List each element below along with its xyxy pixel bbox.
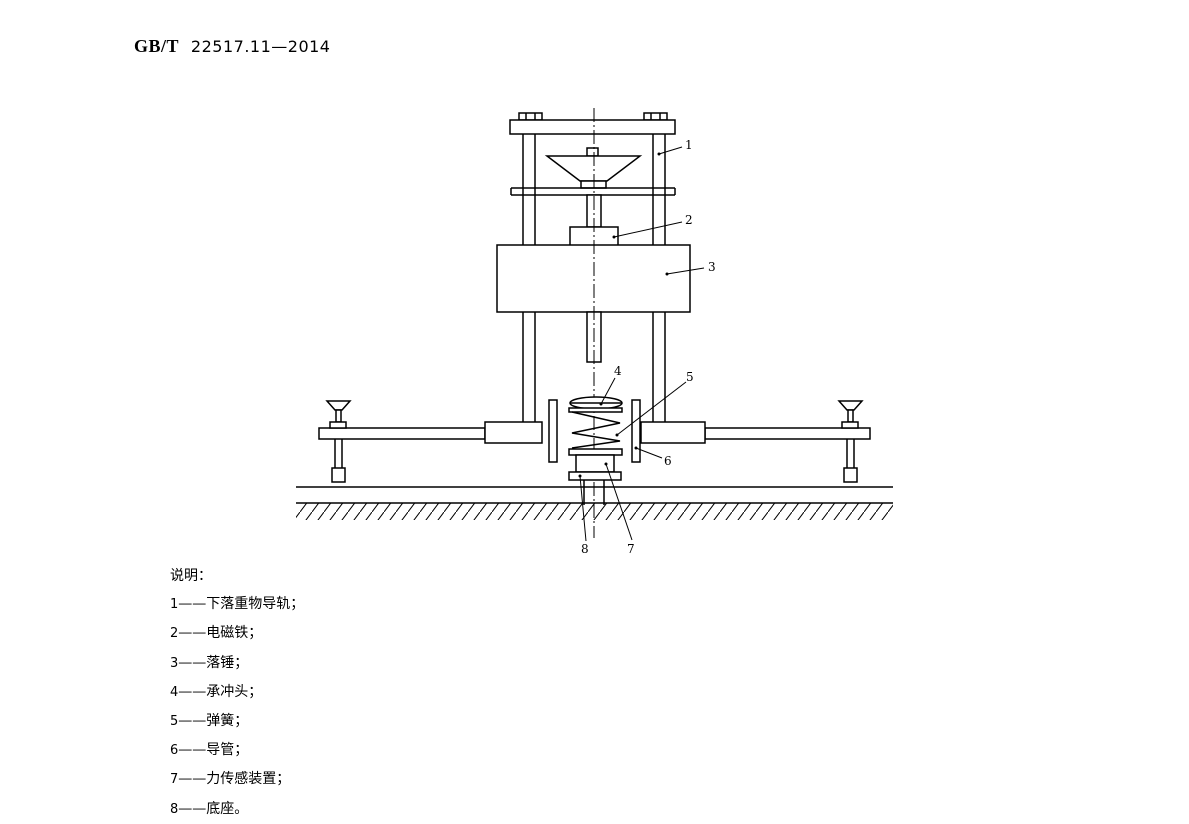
legend-item-text: 底座。 [206, 800, 249, 817]
leader-line-1 [658, 146, 683, 155]
ground-hatch [296, 503, 893, 520]
legend-item: 8——底座。 [170, 795, 304, 824]
callout-2: 2 [685, 213, 693, 227]
legend-item-dash: —— [178, 713, 207, 730]
legend-item: 3——落锤； [170, 649, 304, 678]
legend-item-dash: —— [178, 771, 207, 788]
guide-tube [548, 399, 641, 463]
side-arm-left [318, 421, 543, 444]
side-arm-right [640, 421, 871, 444]
legend-item-dash: —— [178, 742, 207, 759]
callout-1: 1 [685, 138, 693, 152]
leader-line-2 [613, 221, 683, 238]
legend-item-number: 2 [170, 626, 179, 642]
legend-item-text: 弹簧； [206, 713, 249, 730]
legend-item: 4——承冲头； [170, 678, 304, 707]
legend-item: 5——弹簧； [170, 707, 304, 736]
legend-title: 说明： [170, 568, 212, 584]
legend-item-text: 落锤； [206, 654, 249, 671]
standard-number: 22517.11—2014 [190, 37, 331, 56]
top-plate [509, 119, 676, 135]
legend-item-text: 电磁铁； [206, 625, 263, 642]
figure-legend: 说明： 1——下落重物导轨； 2——电磁铁； 3——落锤； 4——承冲头； 5—… [170, 562, 304, 824]
legend-item-number: 4 [170, 684, 179, 700]
callout-8: 8 [581, 542, 589, 556]
top-bolt-right [643, 112, 668, 121]
standard-prefix: GB/T [134, 36, 180, 56]
leader-line-7 [605, 463, 633, 541]
legend-item-dash: —— [178, 683, 207, 700]
legend-item-text: 力传感装置； [206, 771, 291, 788]
leveling-foot-left [325, 400, 352, 483]
legend-item-number: 8 [170, 801, 179, 817]
base-post [583, 480, 605, 505]
legend-item-number: 7 [170, 772, 179, 788]
legend-item-number: 1 [170, 597, 179, 613]
legend-item-number: 6 [170, 743, 179, 759]
legend-item-dash: —— [178, 654, 207, 671]
spring [568, 407, 623, 456]
legend-item-dash: —— [178, 625, 207, 642]
callout-3: 3 [708, 260, 716, 274]
legend-item: 1——下落重物导轨； [170, 590, 304, 619]
leader-line-6 [635, 447, 663, 459]
legend-item-dash: —— [178, 800, 207, 817]
base-block [568, 471, 622, 481]
leader-line-4 [600, 377, 616, 405]
legend-item-text: 导管； [206, 742, 249, 759]
top-bolt-left [518, 112, 543, 121]
leader-line-3 [666, 267, 705, 275]
guide-rail-left [522, 134, 536, 422]
legend-item-dash: —— [178, 596, 207, 613]
leader-line-8 [579, 475, 587, 542]
legend-item-text: 下落重物导轨； [206, 596, 305, 613]
legend-item-text: 承冲头； [206, 683, 263, 700]
callout-5: 5 [686, 370, 694, 384]
legend-item: 6——导管； [170, 736, 304, 765]
legend-item: 2——电磁铁； [170, 619, 304, 648]
leader-line-5 [616, 381, 687, 436]
callout-7: 7 [627, 542, 635, 556]
leveling-foot-right [837, 400, 864, 483]
document-header: GB/T 22517.11—2014 [134, 36, 330, 57]
legend-item: 7——力传感装置； [170, 765, 304, 794]
legend-item-number: 3 [170, 655, 179, 671]
striker-cap [569, 396, 623, 410]
legend-item-number: 5 [170, 714, 179, 730]
callout-6: 6 [664, 454, 672, 468]
callout-4: 4 [614, 364, 622, 378]
